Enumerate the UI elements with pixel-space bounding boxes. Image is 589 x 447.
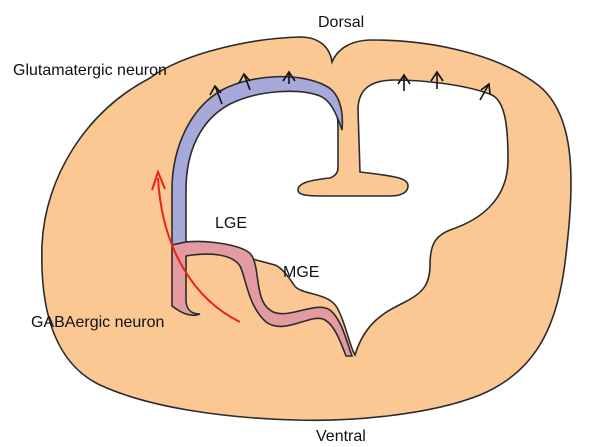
dorsal-label: Dorsal bbox=[318, 14, 364, 31]
lge-label: LGE bbox=[215, 215, 247, 232]
glutamatergic-neuron-label: Glutamatergic neuron bbox=[13, 62, 167, 79]
gabaergic-neuron-label: GABAergic neuron bbox=[31, 314, 164, 331]
ventral-label: Ventral bbox=[316, 428, 366, 445]
mge-label: MGE bbox=[283, 264, 319, 281]
